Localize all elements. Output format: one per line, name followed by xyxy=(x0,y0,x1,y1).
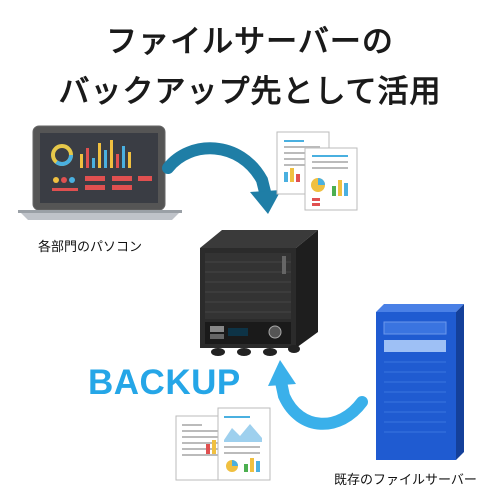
server-caption: 既存のファイルサーバー xyxy=(334,473,477,488)
backup-label: BACKUP xyxy=(88,363,241,402)
document-icon xyxy=(304,147,358,211)
laptop-icon xyxy=(18,125,182,220)
laptop-caption: 各部門のパソコン xyxy=(38,240,143,255)
file-server-icon xyxy=(376,304,464,460)
headline-line-1: ファイルサーバーの xyxy=(106,24,394,60)
nas-device-icon xyxy=(200,230,318,356)
curved-arrow-icon xyxy=(162,142,272,202)
headline-line-2: バックアップ先として活用 xyxy=(58,74,442,110)
curved-arrow-icon xyxy=(275,376,368,430)
document-icon xyxy=(217,407,271,481)
